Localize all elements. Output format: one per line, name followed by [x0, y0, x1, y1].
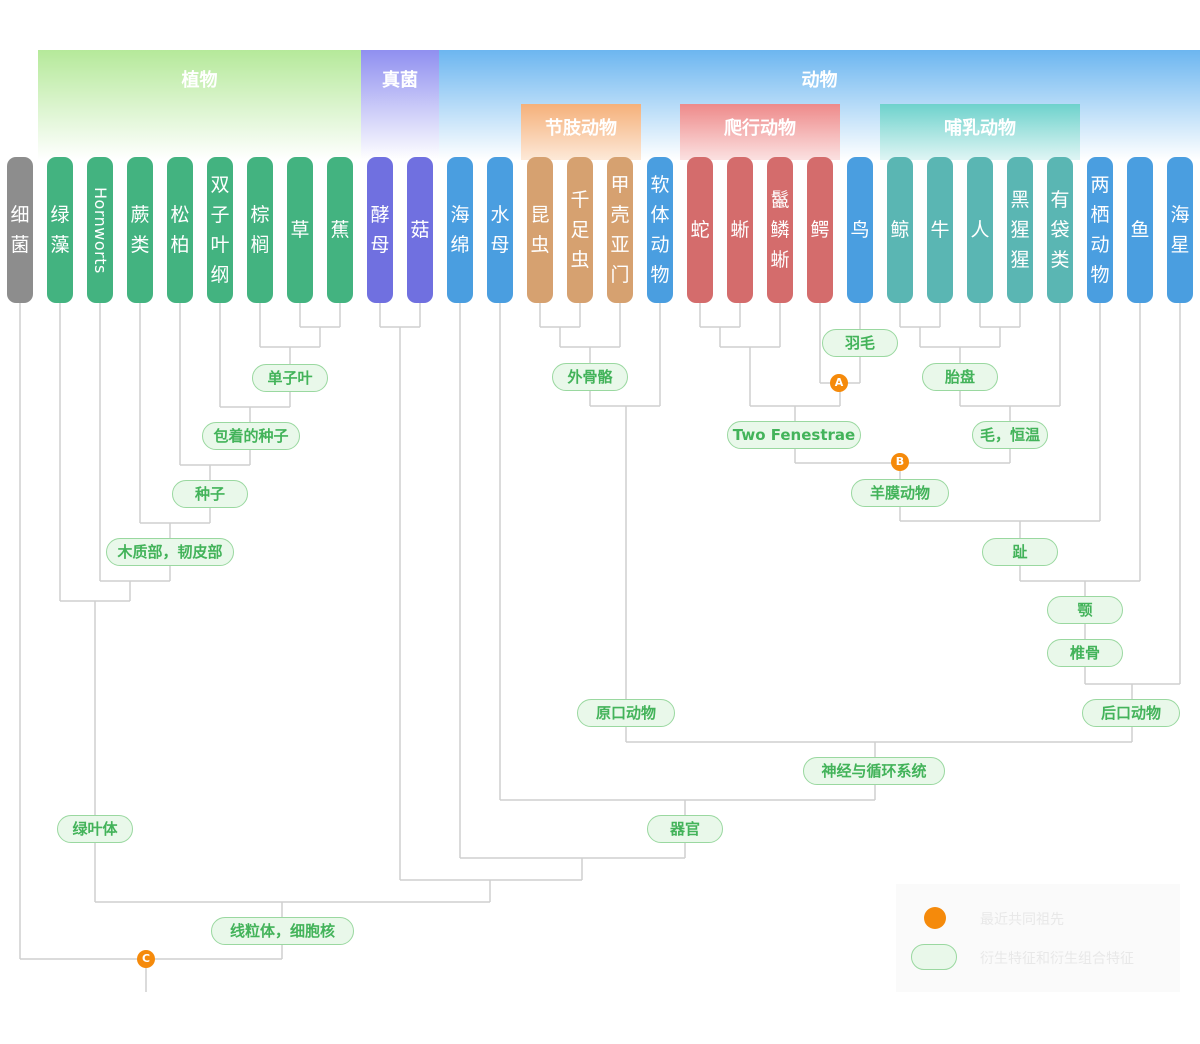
taxon-marsupial: 有袋类: [1047, 157, 1073, 303]
subgroup-label-arthropods: 节肢动物: [545, 118, 617, 139]
taxon-ferns: 蕨类: [127, 157, 153, 303]
trait-feathers: 羽毛: [822, 329, 898, 357]
taxon-amphibian: 两栖动物: [1087, 157, 1113, 303]
ancestor-marker-b: B: [891, 453, 909, 471]
trait-monocot-leaf: 单子叶: [252, 364, 328, 392]
ancestor-marker-a: A: [830, 374, 848, 392]
taxon-human: 人: [967, 157, 993, 303]
taxon-palm: 棕榈: [247, 157, 273, 303]
taxon-tuatara: 鬣鳞蜥: [767, 157, 793, 303]
taxon-crocodile: 鳄: [807, 157, 833, 303]
taxon-insect: 昆虫: [527, 157, 553, 303]
taxon-conifers: 松柏: [167, 157, 193, 303]
taxon-centipede: 千足虫: [567, 157, 593, 303]
subgroup-band-reptiles: 爬行动物: [680, 104, 840, 160]
taxon-snake: 蛇: [687, 157, 713, 303]
taxon-lizard: 蜥: [727, 157, 753, 303]
trait-amniote: 羊膜动物: [851, 479, 949, 507]
taxon-cow: 牛: [927, 157, 953, 303]
trait-toes: 趾: [982, 538, 1058, 566]
group-label-animals: 动物: [801, 70, 838, 91]
trait-hair-warm: 毛，恒温: [972, 421, 1048, 449]
trait-organs: 器官: [647, 815, 723, 843]
taxon-whale: 鲸: [887, 157, 913, 303]
trait-mito-nucleus: 线粒体，细胞核: [211, 917, 354, 945]
taxon-chimp: 黑猩猩: [1007, 157, 1033, 303]
taxon-fish: 鱼: [1127, 157, 1153, 303]
taxon-hornworts: Hornworts: [87, 157, 113, 303]
trait-exoskeleton: 外骨骼: [552, 363, 628, 391]
subgroup-band-mammals: 哺乳动物: [880, 104, 1080, 160]
trait-xylem-phloem: 木质部，韧皮部: [106, 538, 234, 566]
taxon-mushroom: 菇: [407, 157, 433, 303]
taxon-sponge: 海绵: [447, 157, 473, 303]
taxon-mollusc: 软体动物: [647, 157, 673, 303]
legend-trait-pill: [911, 944, 957, 970]
taxon-dicots: 双子叶纲: [207, 157, 233, 303]
taxon-green-algae: 绿藻: [47, 157, 73, 303]
trait-jaw: 颚: [1047, 596, 1123, 624]
trait-deuterostome: 后口动物: [1082, 699, 1180, 727]
trait-vertebrae: 椎骨: [1047, 639, 1123, 667]
trait-chloroplast: 绿叶体: [57, 815, 133, 843]
trait-two-fenestrae: Two Fenestrae: [727, 421, 861, 449]
group-label-plants: 植物: [181, 70, 218, 91]
trait-seed: 种子: [172, 480, 248, 508]
legend-ancestor-dot: [924, 907, 946, 929]
group-band-plants: 植物: [38, 50, 361, 160]
legend-ancestor-text: 最近共同祖先: [980, 912, 1064, 928]
taxon-bacteria: 细菌: [7, 157, 33, 303]
taxon-grass: 草: [287, 157, 313, 303]
taxon-banana: 蕉: [327, 157, 353, 303]
group-band-fungi: 真菌: [361, 50, 439, 160]
subgroup-label-reptiles: 爬行动物: [724, 118, 796, 139]
trait-enclosed-seed: 包着的种子: [202, 422, 300, 450]
legend: 最近共同祖先 衍生特征和衍生组合特征: [896, 884, 1180, 992]
subgroup-label-mammals: 哺乳动物: [944, 118, 1016, 139]
trait-placenta: 胎盘: [922, 363, 998, 391]
taxon-crustacean: 甲壳亚门: [607, 157, 633, 303]
trait-protostome: 原口动物: [577, 699, 675, 727]
taxon-bird: 鸟: [847, 157, 873, 303]
group-label-fungi: 真菌: [382, 70, 418, 91]
taxon-starfish: 海星: [1167, 157, 1193, 303]
trait-nerve-circ: 神经与循环系统: [803, 757, 945, 785]
legend-trait-text: 衍生特征和衍生组合特征: [980, 951, 1134, 967]
taxon-yeast: 酵母: [367, 157, 393, 303]
ancestor-marker-c: C: [137, 950, 155, 968]
subgroup-band-arthropods: 节肢动物: [521, 104, 641, 160]
taxon-jellyfish: 水母: [487, 157, 513, 303]
